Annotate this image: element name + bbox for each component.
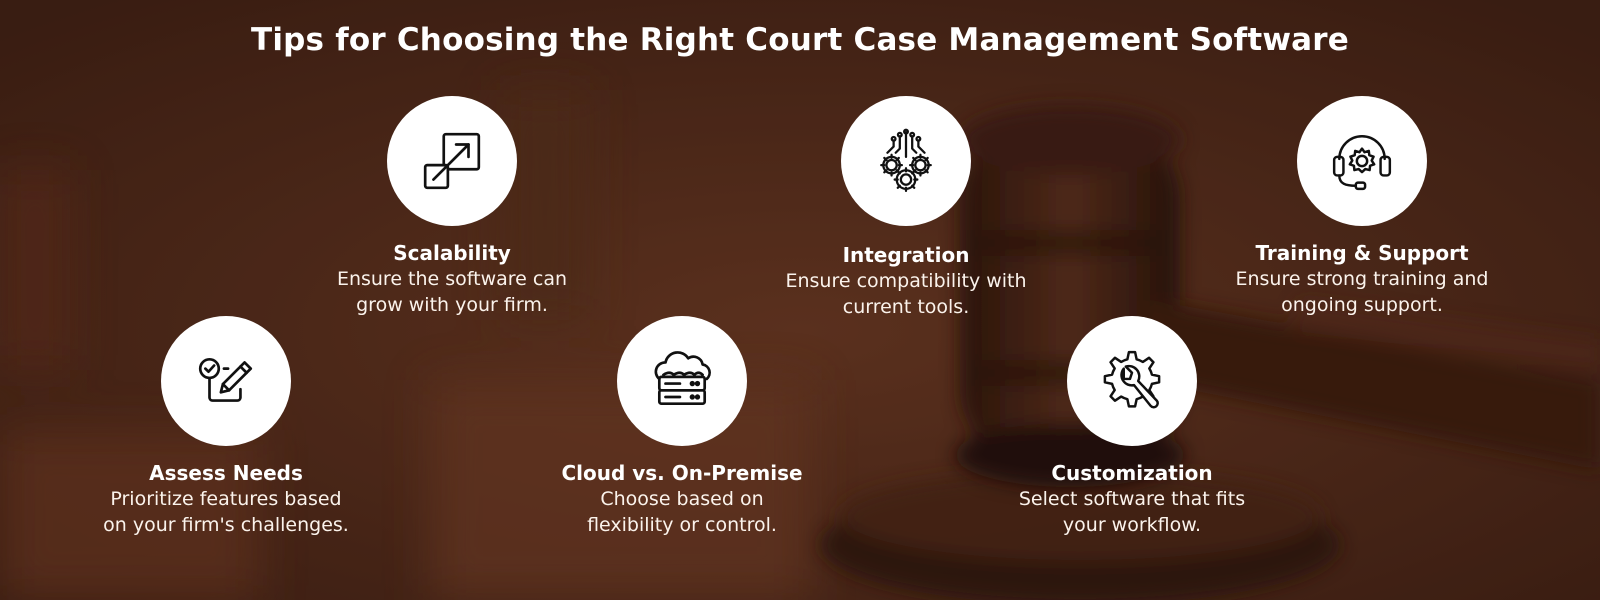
tip-title: Assess Needs (149, 461, 303, 485)
tip-assess-needs: Assess Needs Prioritize features based o… (76, 316, 376, 538)
icon-circle (617, 316, 747, 446)
cloud-server-icon (654, 351, 711, 406)
resize-arrows-icon (423, 132, 481, 190)
headset-gear-icon (1332, 135, 1392, 191)
tip-training-support: Training & Support Ensure strong trainin… (1212, 96, 1512, 318)
page-title: Tips for Choosing the Right Court Case M… (250, 22, 1350, 58)
tip-title: Integration (842, 243, 970, 267)
tip-description: Ensure strong training and ongoing suppo… (1235, 268, 1489, 316)
tip-title: Cloud vs. On-Premise (561, 461, 803, 485)
tip-description: Ensure the software can grow with your f… (336, 268, 568, 316)
circuit-gears-icon (880, 128, 932, 193)
tip-description: Select software that fits your workflow. (1018, 488, 1246, 536)
tip-title: Scalability (393, 241, 511, 265)
tip-description: Prioritize features based on your firm's… (103, 488, 349, 536)
tip-title: Customization (1051, 461, 1213, 485)
tip-cloud-on-premise: Cloud vs. On-Premise Choose based on fle… (532, 316, 832, 538)
tip-integration: Integration Ensure compatibility with cu… (756, 96, 1056, 320)
tip-scalability: Scalability Ensure the software can grow… (302, 96, 602, 318)
tip-customization: Customization Select software that fits … (982, 316, 1282, 538)
tip-title: Training & Support (1255, 241, 1469, 265)
icon-circle (161, 316, 291, 446)
icon-circle (841, 96, 971, 226)
icon-circle (387, 96, 517, 226)
icon-circle (1067, 316, 1197, 446)
icon-circle (1297, 96, 1427, 226)
tip-description: Ensure compatibility with current tools. (785, 270, 1027, 318)
gear-wrench-icon (1103, 350, 1161, 409)
tip-description: Choose based on flexibility or control. (587, 488, 777, 536)
checklist-pencil-icon (198, 358, 253, 402)
